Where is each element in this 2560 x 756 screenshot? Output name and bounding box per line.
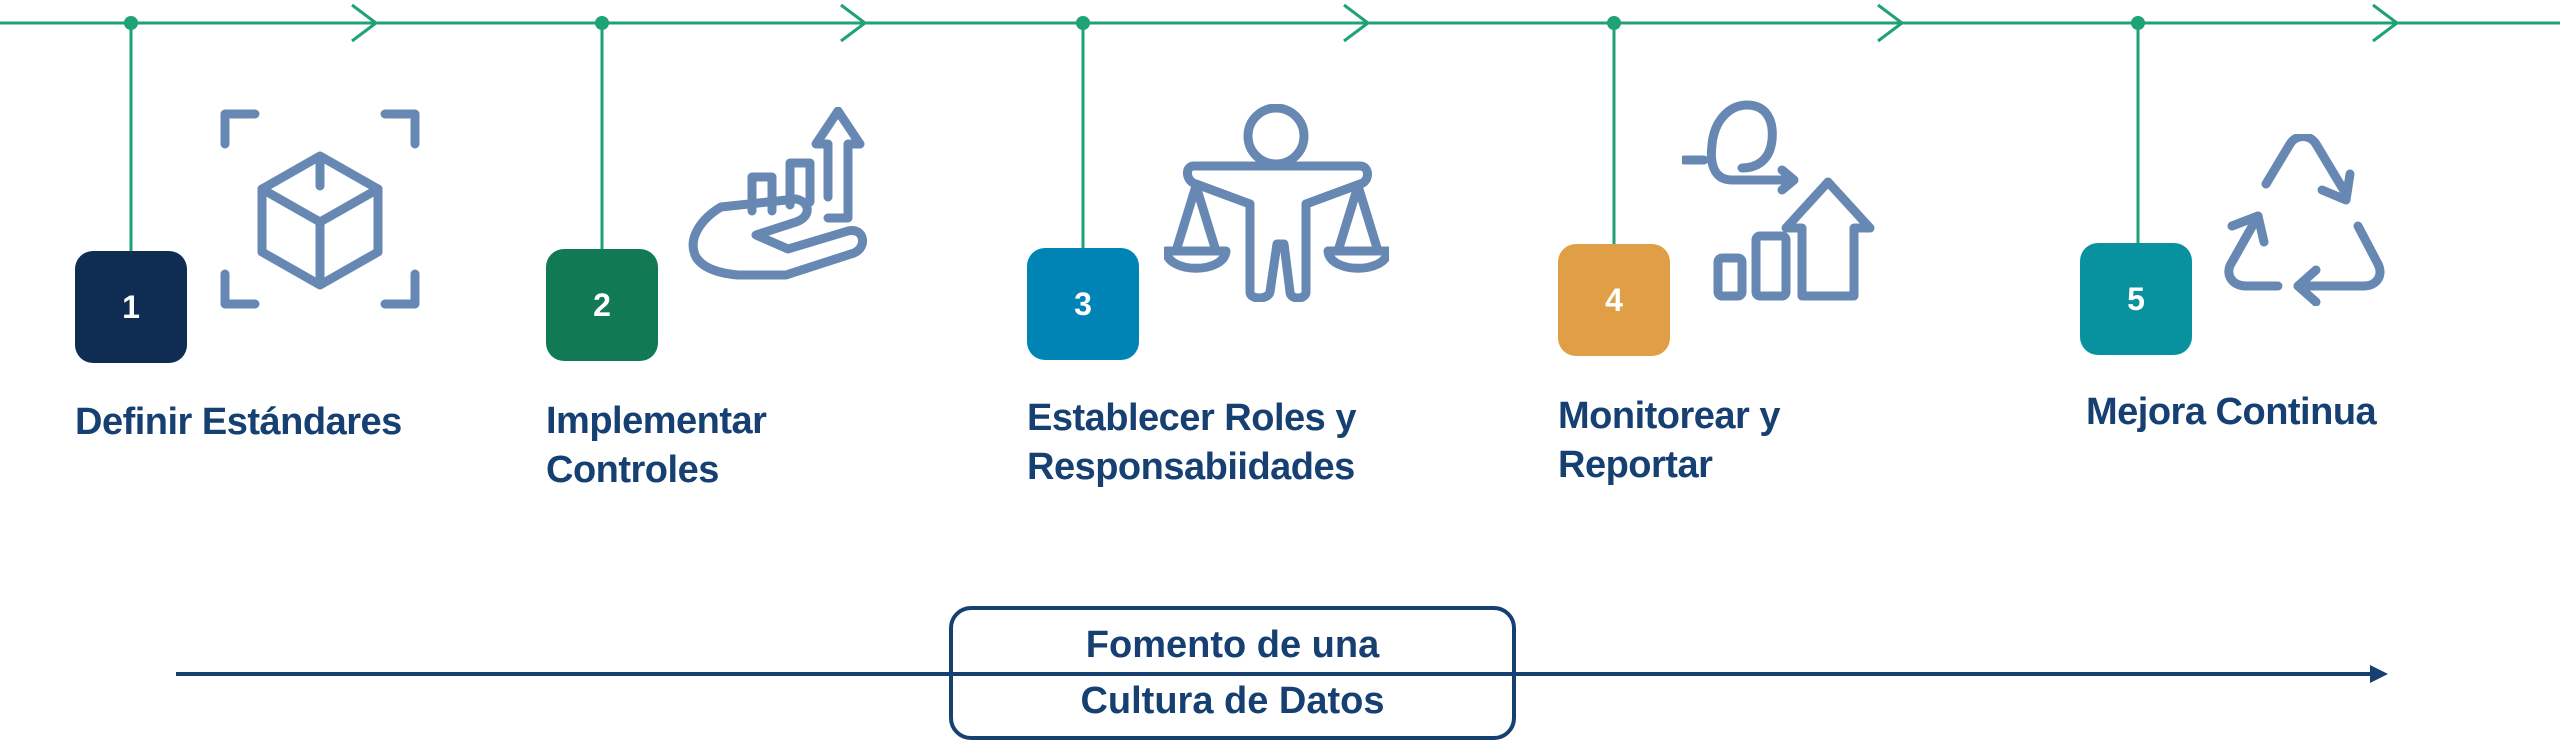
step-label-1: Definir Estándares: [75, 401, 402, 443]
hand-growth-chart-icon: [686, 106, 891, 303]
chevron-right-icon: [1343, 3, 1371, 43]
step-number: 5: [2127, 280, 2145, 317]
culture-line-1: Fomento de una: [1085, 624, 1380, 666]
step-label-4: Monitorear y Reportar: [1558, 395, 1781, 486]
chevron-right-icon: [1877, 3, 1905, 43]
step-badge-2: 2: [546, 249, 658, 361]
timeline-dots: [124, 16, 2145, 30]
step-badge-1: 1: [75, 251, 187, 363]
culture-line-2: Cultura de Datos: [1080, 680, 1385, 722]
culture-box: Fomento de una Cultura de Datos: [949, 606, 1516, 740]
timeline-dot: [1607, 16, 1621, 30]
timeline-dot: [124, 16, 138, 30]
timeline-connectors: [129, 23, 2140, 252]
step-label-3: Establecer Roles y Responsabiidades: [1027, 397, 1356, 488]
timeline-dot: [2131, 16, 2145, 30]
step-number: 4: [1605, 281, 1623, 318]
recycle-icon: [2218, 132, 2390, 307]
step-badge-5: 5: [2080, 243, 2192, 355]
chevron-right-icon: [840, 3, 868, 43]
step-badge-3: 3: [1027, 248, 1139, 360]
timeline-dot: [1076, 16, 1090, 30]
step-badge-4: 4: [1558, 244, 1670, 356]
timeline-dot: [595, 16, 609, 30]
step-number: 1: [122, 288, 140, 325]
step-number: 3: [1074, 285, 1092, 322]
step-number: 2: [593, 286, 611, 323]
timeline-chevrons: [351, 3, 2400, 43]
step-label-2: Implementar Controles: [546, 400, 767, 491]
chevron-right-icon: [351, 3, 379, 43]
person-scales-icon: [1161, 103, 1393, 303]
monitor-report-chart-icon: [1679, 100, 1878, 302]
step-label-5: Mejora Continua: [2086, 391, 2377, 433]
chevron-right-icon: [2372, 3, 2400, 43]
cube-focus-icon: [220, 109, 420, 309]
arrow-head-icon: [2370, 665, 2388, 683]
